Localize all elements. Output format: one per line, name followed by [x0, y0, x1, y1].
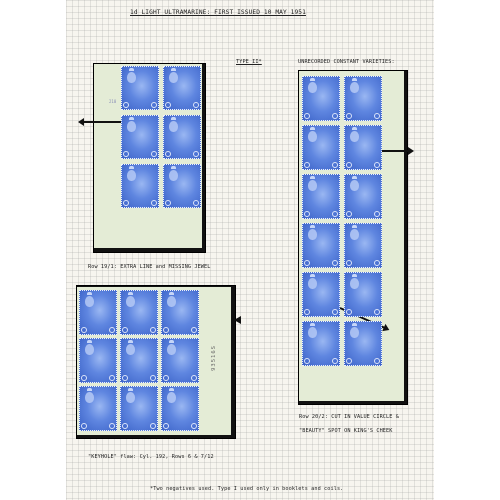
- stamp: [344, 223, 382, 268]
- block1-sheet-number: 210: [109, 99, 117, 104]
- block2-caption: "KEYHOLE" flaw: Cyl. 192, Rows 6 & 7/12: [88, 454, 214, 460]
- block1-caption: Row 19/1: EXTRA LINE and MISSING JEWEL: [88, 264, 211, 270]
- block3-caption-line2: "BEAUTY" SPOT ON KING'S CHEEK: [299, 428, 393, 434]
- stamp: [163, 115, 201, 159]
- stamp: [79, 338, 117, 383]
- stamp: [302, 125, 340, 170]
- page-title: 1d LIGHT ULTRAMARINE: FIRST ISSUED 10 MA…: [130, 9, 306, 16]
- stamp: [161, 290, 199, 335]
- varieties-label: UNRECORDED CONSTANT VARIETIES:: [298, 59, 395, 65]
- stamp: [161, 338, 199, 383]
- footnote: *Two negatives used. Type I used only in…: [150, 486, 344, 492]
- stamp: [163, 164, 201, 208]
- stamp: [302, 223, 340, 268]
- stamp: [120, 290, 158, 335]
- stamp: [79, 386, 117, 431]
- block3-arrow-upper: [362, 147, 414, 155]
- stamp: [344, 321, 382, 366]
- stamp: [121, 115, 159, 159]
- block3-caption-line1: Row 20/2: CUT IN VALUE CIRCLE &: [299, 414, 399, 420]
- stamp: [120, 386, 158, 431]
- stamp: [344, 76, 382, 121]
- stamp: [302, 321, 340, 366]
- stamp: [344, 125, 382, 170]
- block2-pointer: [234, 316, 241, 324]
- stamp: [344, 272, 382, 317]
- stamp: [121, 66, 159, 110]
- type-label: TYPE II*: [236, 59, 262, 65]
- stamp: [163, 66, 201, 110]
- stamp: [121, 164, 159, 208]
- stamp: [161, 386, 199, 431]
- stamp: [120, 338, 158, 383]
- stamp: [344, 174, 382, 219]
- stamp: [302, 76, 340, 121]
- stamp: [302, 174, 340, 219]
- stamp: [302, 272, 340, 317]
- album-page: 1d LIGHT ULTRAMARINE: FIRST ISSUED 10 MA…: [66, 0, 434, 500]
- stamp: [79, 290, 117, 335]
- block2-cylinder-number: 93516S: [211, 345, 217, 371]
- block1-arrow: [78, 118, 128, 126]
